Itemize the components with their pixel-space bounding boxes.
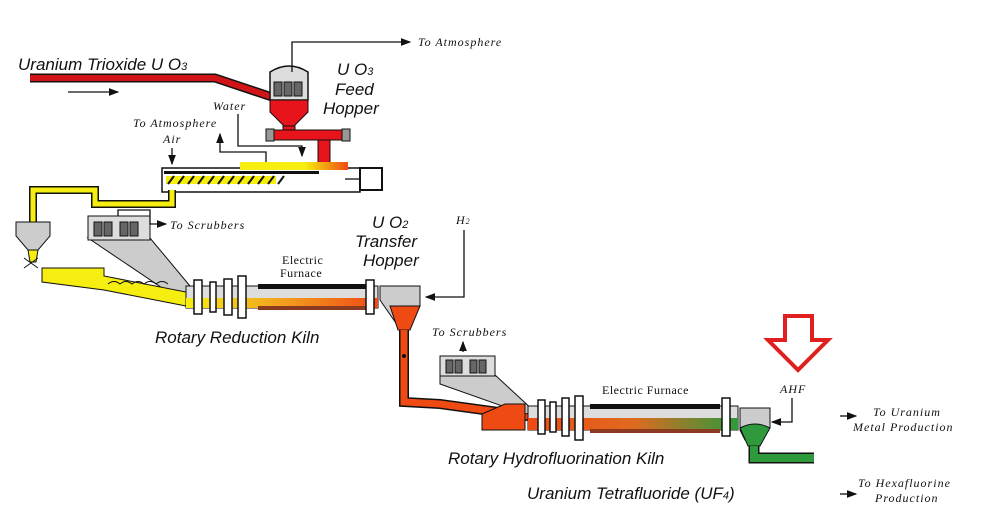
transfer-hopper-label-3: Hopper [363, 251, 420, 270]
transfer-hopper-label-2: Transfer [355, 232, 418, 251]
to-uranium-label-1: To Uranium [873, 405, 941, 419]
vent-line-top [291, 38, 412, 72]
to-scrubbers-label-1: To Scrubbers [170, 218, 245, 232]
to-atmosphere-mid-label: To Atmosphere [133, 116, 217, 130]
scrubber-1 [86, 215, 201, 301]
rotary-hydrofluorination-kiln-label: Rotary Hydrofluorination Kiln [448, 449, 664, 468]
to-scrubbers-label-2: To Scrubbers [432, 325, 507, 339]
rotary-reduction-kiln-label: Rotary Reduction Kiln [155, 328, 319, 347]
h2-line [424, 230, 465, 301]
feed-hopper-label-3: Hopper [323, 99, 380, 118]
highlight-down-arrow-icon [763, 314, 833, 373]
uo3-slurry-pipe [29, 186, 176, 222]
feed-hopper-label-2: Feed [335, 80, 374, 99]
rotary-hydrofluorination-kiln [527, 395, 771, 447]
water-line [237, 114, 306, 158]
scrubber-line-1 [117, 209, 168, 228]
screw-conveyor [161, 162, 383, 193]
uo2-transfer-hopper [379, 285, 529, 421]
water-label: Water [213, 99, 246, 113]
rotary-reduction-kiln [41, 267, 379, 319]
to-hexafluorine-label-2: Production [874, 491, 939, 505]
air-label: Air [162, 132, 181, 146]
uranium-tetrafluoride-label: Uranium Tetrafluoride (UF4) [527, 484, 735, 503]
to-hexafluorine-label-1: To Hexafluorine [858, 476, 951, 490]
ahf-label: AHF [779, 382, 806, 396]
electric-furnace-label-1b: Furnace [280, 266, 322, 280]
vent-line-mid [216, 132, 267, 166]
feed-hopper-label-1: U O3 [337, 60, 374, 79]
electric-furnace-label-2: Electric Furnace [602, 383, 689, 397]
intermediate-hopper [15, 221, 51, 269]
transfer-hopper-label-1: U O2 [372, 213, 408, 232]
uranium-trioxide-label: Uranium Trioxide U O3 [18, 55, 188, 74]
ahf-line [770, 398, 793, 426]
electric-furnace-label-1a: Electric [282, 253, 323, 267]
scrubber-2 [439, 355, 537, 431]
to-atmosphere-top-label: To Atmosphere [418, 35, 502, 49]
h2-label: H2 [455, 213, 471, 227]
uo3-feed-pipe [30, 73, 277, 103]
to-uranium-label-2: Metal Production [852, 420, 954, 434]
uo3-feed-hopper [265, 65, 351, 183]
uf4-output-piping [748, 412, 858, 498]
